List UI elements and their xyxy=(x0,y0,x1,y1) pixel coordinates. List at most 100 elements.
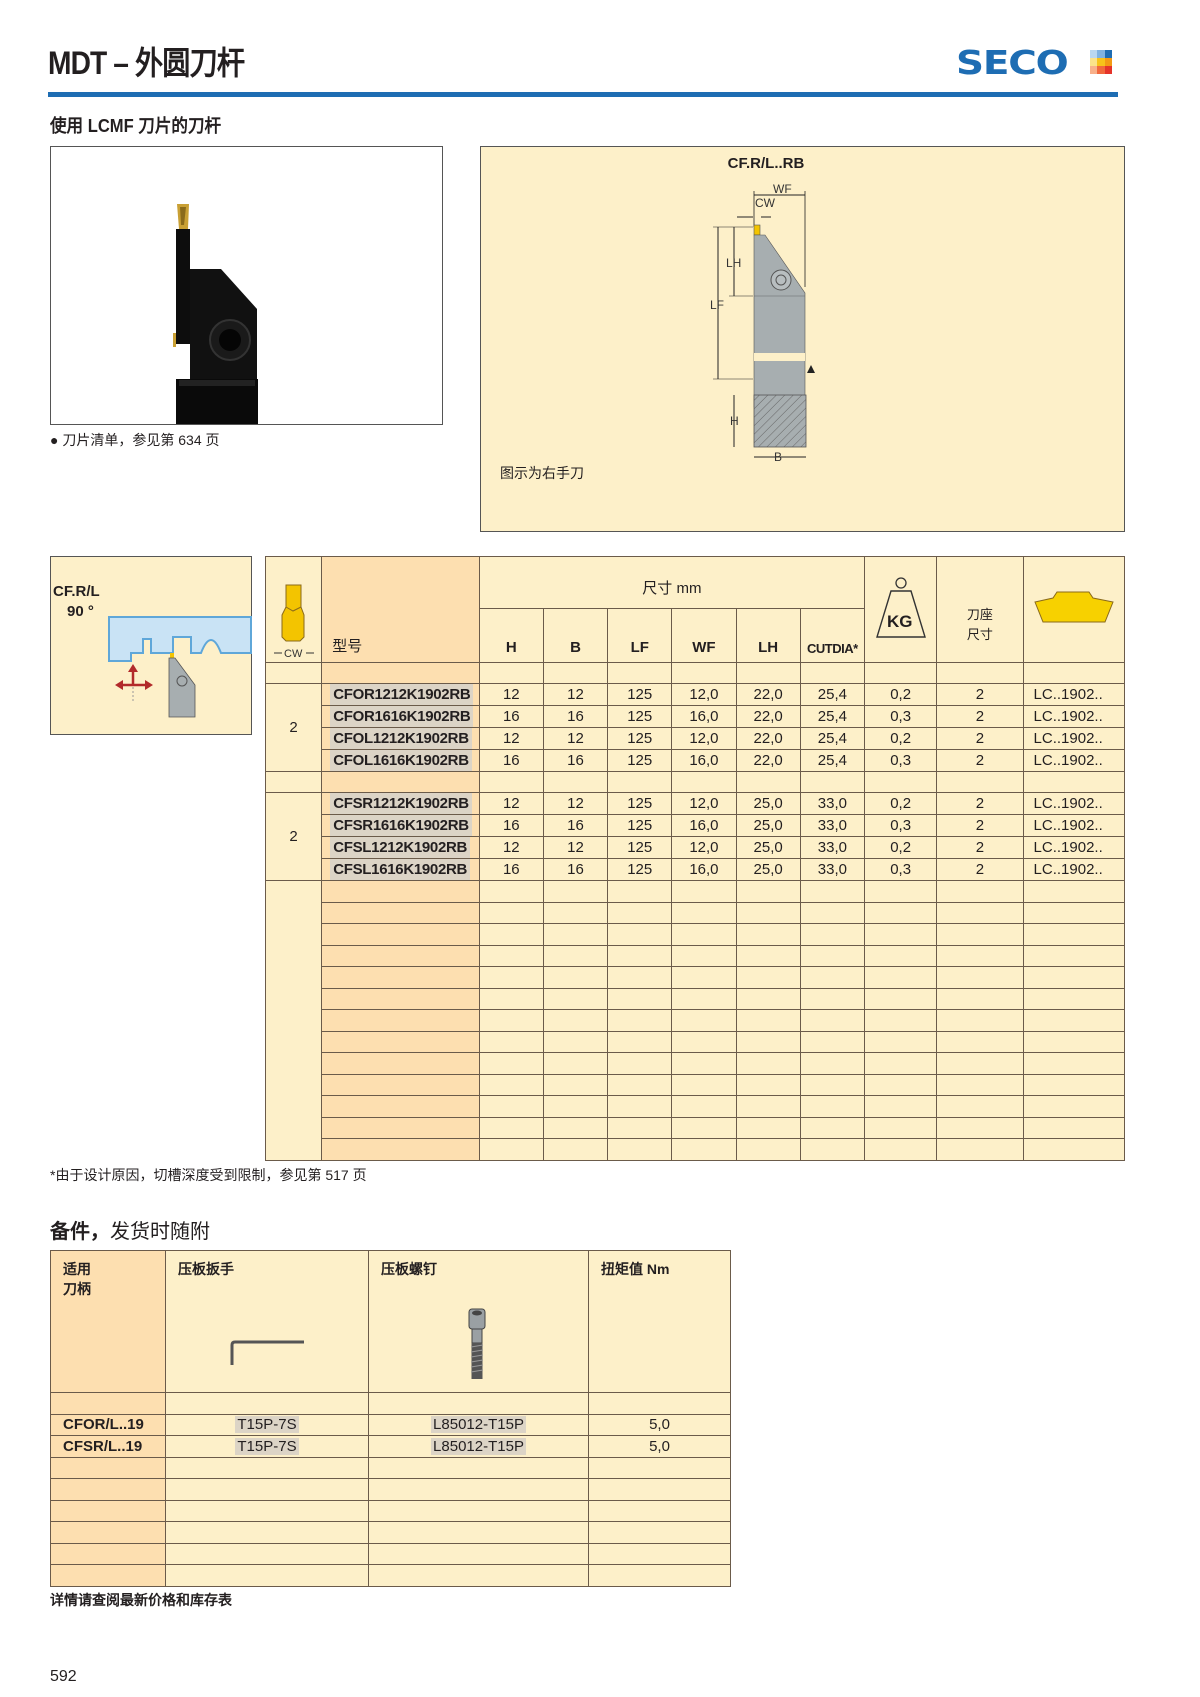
b-value: 16 xyxy=(542,749,609,772)
wf-value: 16,0 xyxy=(671,814,737,837)
table-row[interactable]: CFOL1616K1902RB 16 16 125 16,0 22,0 25,4… xyxy=(266,749,1126,772)
col-wf: WF xyxy=(671,608,737,663)
page-title: MDT – 外圆刀杆 xyxy=(48,45,245,81)
table-row[interactable]: 2 CFOR1212K1902RB 12 12 125 12,0 22,0 25… xyxy=(264,683,1126,772)
model-code[interactable]: CFSR1212K1902RB xyxy=(330,793,472,814)
empty-spare-row xyxy=(50,1478,731,1501)
b-value: 12 xyxy=(542,836,609,859)
lf-value: 125 xyxy=(607,792,673,815)
operation-icon-panel: CF.R/L 90 ° xyxy=(50,556,252,735)
svg-text:H: H xyxy=(730,414,739,428)
insert-header xyxy=(1022,556,1126,663)
col-cutdia: CUTDIA* xyxy=(799,608,866,663)
seat-value: 2 xyxy=(936,814,1024,837)
lf-value: 125 xyxy=(607,749,673,772)
page-number: 592 xyxy=(50,1668,77,1685)
table-row[interactable]: CFSL1616K1902RB 16 16 125 16,0 25,0 33,0… xyxy=(266,858,1126,881)
lf-value: 125 xyxy=(607,814,673,837)
model-code[interactable]: CFSR1616K1902RB xyxy=(330,815,472,836)
model-code[interactable]: CFOR1616K1902RB xyxy=(330,706,474,727)
h-value: 12 xyxy=(478,792,544,815)
grooving-operation-icon xyxy=(108,616,252,718)
insert-list-caption: 刀片清单，参见第 634 页 xyxy=(62,432,220,448)
holder-value: CFOR/L..19 xyxy=(50,1413,166,1436)
lh-value: 25,0 xyxy=(735,858,801,881)
wf-label: WF xyxy=(773,182,792,196)
cutdia-value: 33,0 xyxy=(799,814,866,837)
seat-value: 2 xyxy=(936,749,1024,772)
lh-value: 22,0 xyxy=(735,727,801,750)
seat-value: 2 xyxy=(936,705,1024,728)
logo-text: SECO xyxy=(956,42,1069,82)
cutdia-value: 33,0 xyxy=(799,792,866,815)
empty-table-row xyxy=(266,966,1126,989)
empty-spare-rows xyxy=(50,1456,731,1587)
torque-value: 5,0 xyxy=(588,1435,731,1458)
clamp-key-header: 压板扳手 xyxy=(165,1250,369,1393)
seat-value: 2 xyxy=(936,683,1024,706)
cutdia-value: 25,4 xyxy=(799,727,866,750)
model-code[interactable]: CFOL1616K1902RB xyxy=(330,750,472,771)
wf-value: 16,0 xyxy=(671,749,737,772)
lh-value: 22,0 xyxy=(735,749,801,772)
col-lf: LF xyxy=(607,608,673,663)
table-row[interactable]: 2 CFSR1212K1902RB 12 12 125 12,0 25,0 33… xyxy=(264,792,1126,881)
bullet-icon: ● xyxy=(50,432,59,448)
model-code[interactable]: CFOL1212K1902RB xyxy=(330,728,472,749)
insert-value: LC..1902.. xyxy=(1022,749,1126,772)
seat-value: 2 xyxy=(936,792,1024,815)
col-h: H xyxy=(478,608,544,663)
holder-value: CFSR/L..19 xyxy=(50,1435,166,1458)
key-part-number[interactable]: T15P-7S xyxy=(235,1416,299,1434)
torque-header: 扭矩值 Nm xyxy=(588,1250,731,1393)
empty-spare-row xyxy=(50,1499,731,1522)
lh-value: 22,0 xyxy=(735,705,801,728)
empty-spare-row xyxy=(50,1564,731,1587)
cutdia-value: 25,4 xyxy=(799,749,866,772)
cutdia-value: 33,0 xyxy=(799,858,866,881)
key-part-number[interactable]: T15P-7S xyxy=(235,1437,299,1455)
dimension-diagram-panel: CF.R/L..RB WF CW LH LF xyxy=(480,146,1125,532)
table-row[interactable]: CFSL1212K1902RB 12 12 125 12,0 25,0 33,0… xyxy=(266,836,1126,859)
b-value: 12 xyxy=(542,792,609,815)
empty-table-rows xyxy=(264,880,1126,1161)
wf-value: 12,0 xyxy=(671,683,737,706)
diagram-caption: 图示为右手刀 xyxy=(500,465,584,481)
empty-table-row xyxy=(266,987,1126,1010)
wf-value: 16,0 xyxy=(671,858,737,881)
table-row[interactable]: CFSR1616K1902RB 16 16 125 16,0 25,0 33,0… xyxy=(266,814,1126,837)
insert-value: LC..1902.. xyxy=(1022,727,1126,750)
b-value: 16 xyxy=(542,705,609,728)
lf-value: 125 xyxy=(607,727,673,750)
weight-header: KG xyxy=(864,556,938,663)
kg-value: 0,2 xyxy=(864,836,938,859)
table-row[interactable]: CFOL1212K1902RB 12 12 125 12,0 22,0 25,4… xyxy=(266,727,1126,750)
empty-table-row xyxy=(266,1138,1126,1161)
dimensions-header: 尺寸 mm xyxy=(478,556,866,609)
section-subtitle: 使用 LCMF 刀片的刀杆 xyxy=(50,116,222,136)
spare-parts-title: 备件，发货时随附 xyxy=(50,1221,210,1243)
screw-part-number[interactable]: L85012-T15P xyxy=(431,1416,526,1434)
model-code[interactable]: CFSL1616K1902RB xyxy=(330,859,471,880)
spare-part-row[interactable]: CFOR/L..19 T15P-7S L85012-T15P 5,0 xyxy=(50,1413,731,1436)
cutdia-value: 33,0 xyxy=(799,836,866,859)
empty-table-row xyxy=(266,1030,1126,1053)
clamp-screw-header: 压板螺钉 xyxy=(368,1250,589,1393)
empty-table-row xyxy=(266,1052,1126,1075)
model-code[interactable]: CFOR1212K1902RB xyxy=(330,684,474,705)
svg-text:LH: LH xyxy=(726,256,741,270)
insert-value: LC..1902.. xyxy=(1022,792,1126,815)
b-value: 12 xyxy=(542,727,609,750)
tool-holder-photo-icon xyxy=(51,147,442,424)
table-row[interactable]: CFOR1616K1902RB 16 16 125 16,0 22,0 25,4… xyxy=(266,705,1126,728)
screw-part-number[interactable]: L85012-T15P xyxy=(431,1437,526,1455)
wf-value: 12,0 xyxy=(671,792,737,815)
h-value: 12 xyxy=(478,727,544,750)
product-photo xyxy=(50,146,443,425)
model-code[interactable]: CFSL1212K1902RB xyxy=(330,837,471,858)
spare-part-row[interactable]: CFSR/L..19 T15P-7S L85012-T15P 5,0 xyxy=(50,1435,731,1458)
seat-size-header: 刀座 尺寸 xyxy=(936,556,1024,663)
kg-value: 0,3 xyxy=(864,814,938,837)
kg-value: 0,3 xyxy=(864,749,938,772)
col-lh: LH xyxy=(735,608,801,663)
